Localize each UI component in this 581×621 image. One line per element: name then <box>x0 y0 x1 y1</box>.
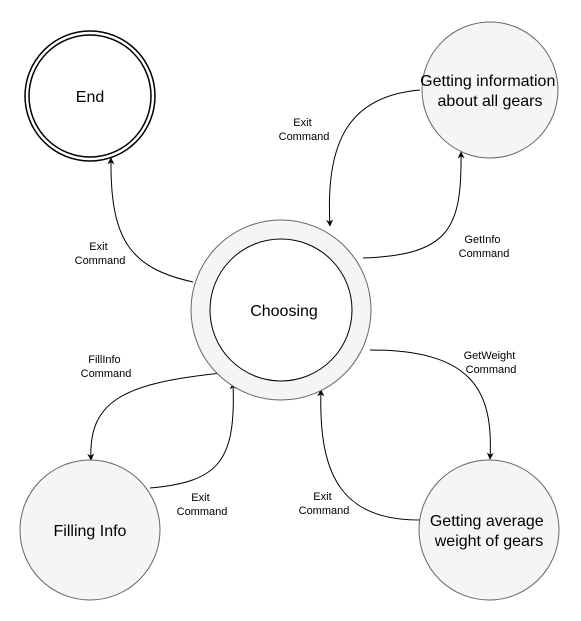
label-choosing-to-info-line-1: GetInfo <box>464 234 500 246</box>
label-choosing-to-info-line-2: Command <box>459 248 510 260</box>
edge-choosing-to-filling[interactable] <box>87 372 223 461</box>
getting-information-label: Getting information about all gears <box>420 73 560 110</box>
transitions <box>87 89 494 521</box>
state-end[interactable]: End <box>24 30 156 162</box>
filling-info-label: Filling Info <box>54 523 127 540</box>
label-weight-to-choosing-line-2: Command <box>299 505 350 517</box>
label-choosing-to-info: GetInfo Command <box>459 234 510 260</box>
label-info-to-choosing-line-2: Command <box>279 131 330 143</box>
label-choosing-to-weight-line-2: Command <box>466 364 517 376</box>
label-info-to-choosing-line-1: Exit <box>293 117 311 129</box>
edge-weight-to-choosing[interactable] <box>317 389 421 521</box>
getting-information-circle <box>421 21 559 159</box>
label-weight-to-choosing-line-1: Exit <box>313 491 331 503</box>
edge-choosing-to-weight[interactable] <box>369 349 494 460</box>
label-choosing-to-end-line-2: Command <box>75 255 126 267</box>
state-filling-info[interactable]: Filling Info <box>19 459 161 601</box>
label-choosing-to-weight: GetWeight Command <box>464 350 519 376</box>
label-choosing-to-filling: FillInfo Command <box>81 354 132 380</box>
getting-average-weight-circle <box>418 459 560 601</box>
getting-information-label-line-1: Getting information <box>420 73 555 90</box>
choosing-label: Choosing <box>250 303 318 320</box>
label-choosing-to-end-line-1: Exit <box>89 241 107 253</box>
label-filling-to-choosing: Exit Command <box>177 492 228 518</box>
label-choosing-to-weight-line-1: GetWeight <box>464 350 516 362</box>
filling-info-circle <box>19 459 161 601</box>
getting-information-label-line-2: about all gears <box>438 93 543 110</box>
getting-average-weight-label-line-1: Getting average <box>430 513 544 530</box>
choosing-inner-circle <box>209 238 353 382</box>
edge-choosing-to-end[interactable] <box>107 157 194 283</box>
getting-average-weight-label-line-2: weight of gears <box>434 533 544 550</box>
label-choosing-to-filling-line-2: Command <box>81 368 132 380</box>
edge-labels: Exit Command Exit Command GetInfo Comman… <box>75 117 519 518</box>
label-choosing-to-end: Exit Command <box>75 241 126 267</box>
label-info-to-choosing: Exit Command <box>279 117 330 143</box>
label-filling-to-choosing-line-1: Exit <box>191 492 209 504</box>
edge-info-to-choosing[interactable] <box>326 89 421 227</box>
state-getting-average-weight[interactable]: Getting average weight of gears <box>418 459 560 601</box>
label-choosing-to-filling-line-1: FillInfo <box>88 354 120 366</box>
edge-choosing-to-info[interactable] <box>362 151 465 259</box>
state-choosing[interactable]: Choosing <box>190 219 372 401</box>
end-label: End <box>76 89 104 106</box>
label-weight-to-choosing: Exit Command <box>299 491 350 517</box>
label-filling-to-choosing-line-2: Command <box>177 506 228 518</box>
edge-filling-to-choosing[interactable] <box>149 382 237 489</box>
getting-average-weight-label: Getting average weight of gears <box>430 513 548 550</box>
state-getting-information[interactable]: Getting information about all gears <box>420 21 560 159</box>
end-inner-ring <box>28 34 152 158</box>
